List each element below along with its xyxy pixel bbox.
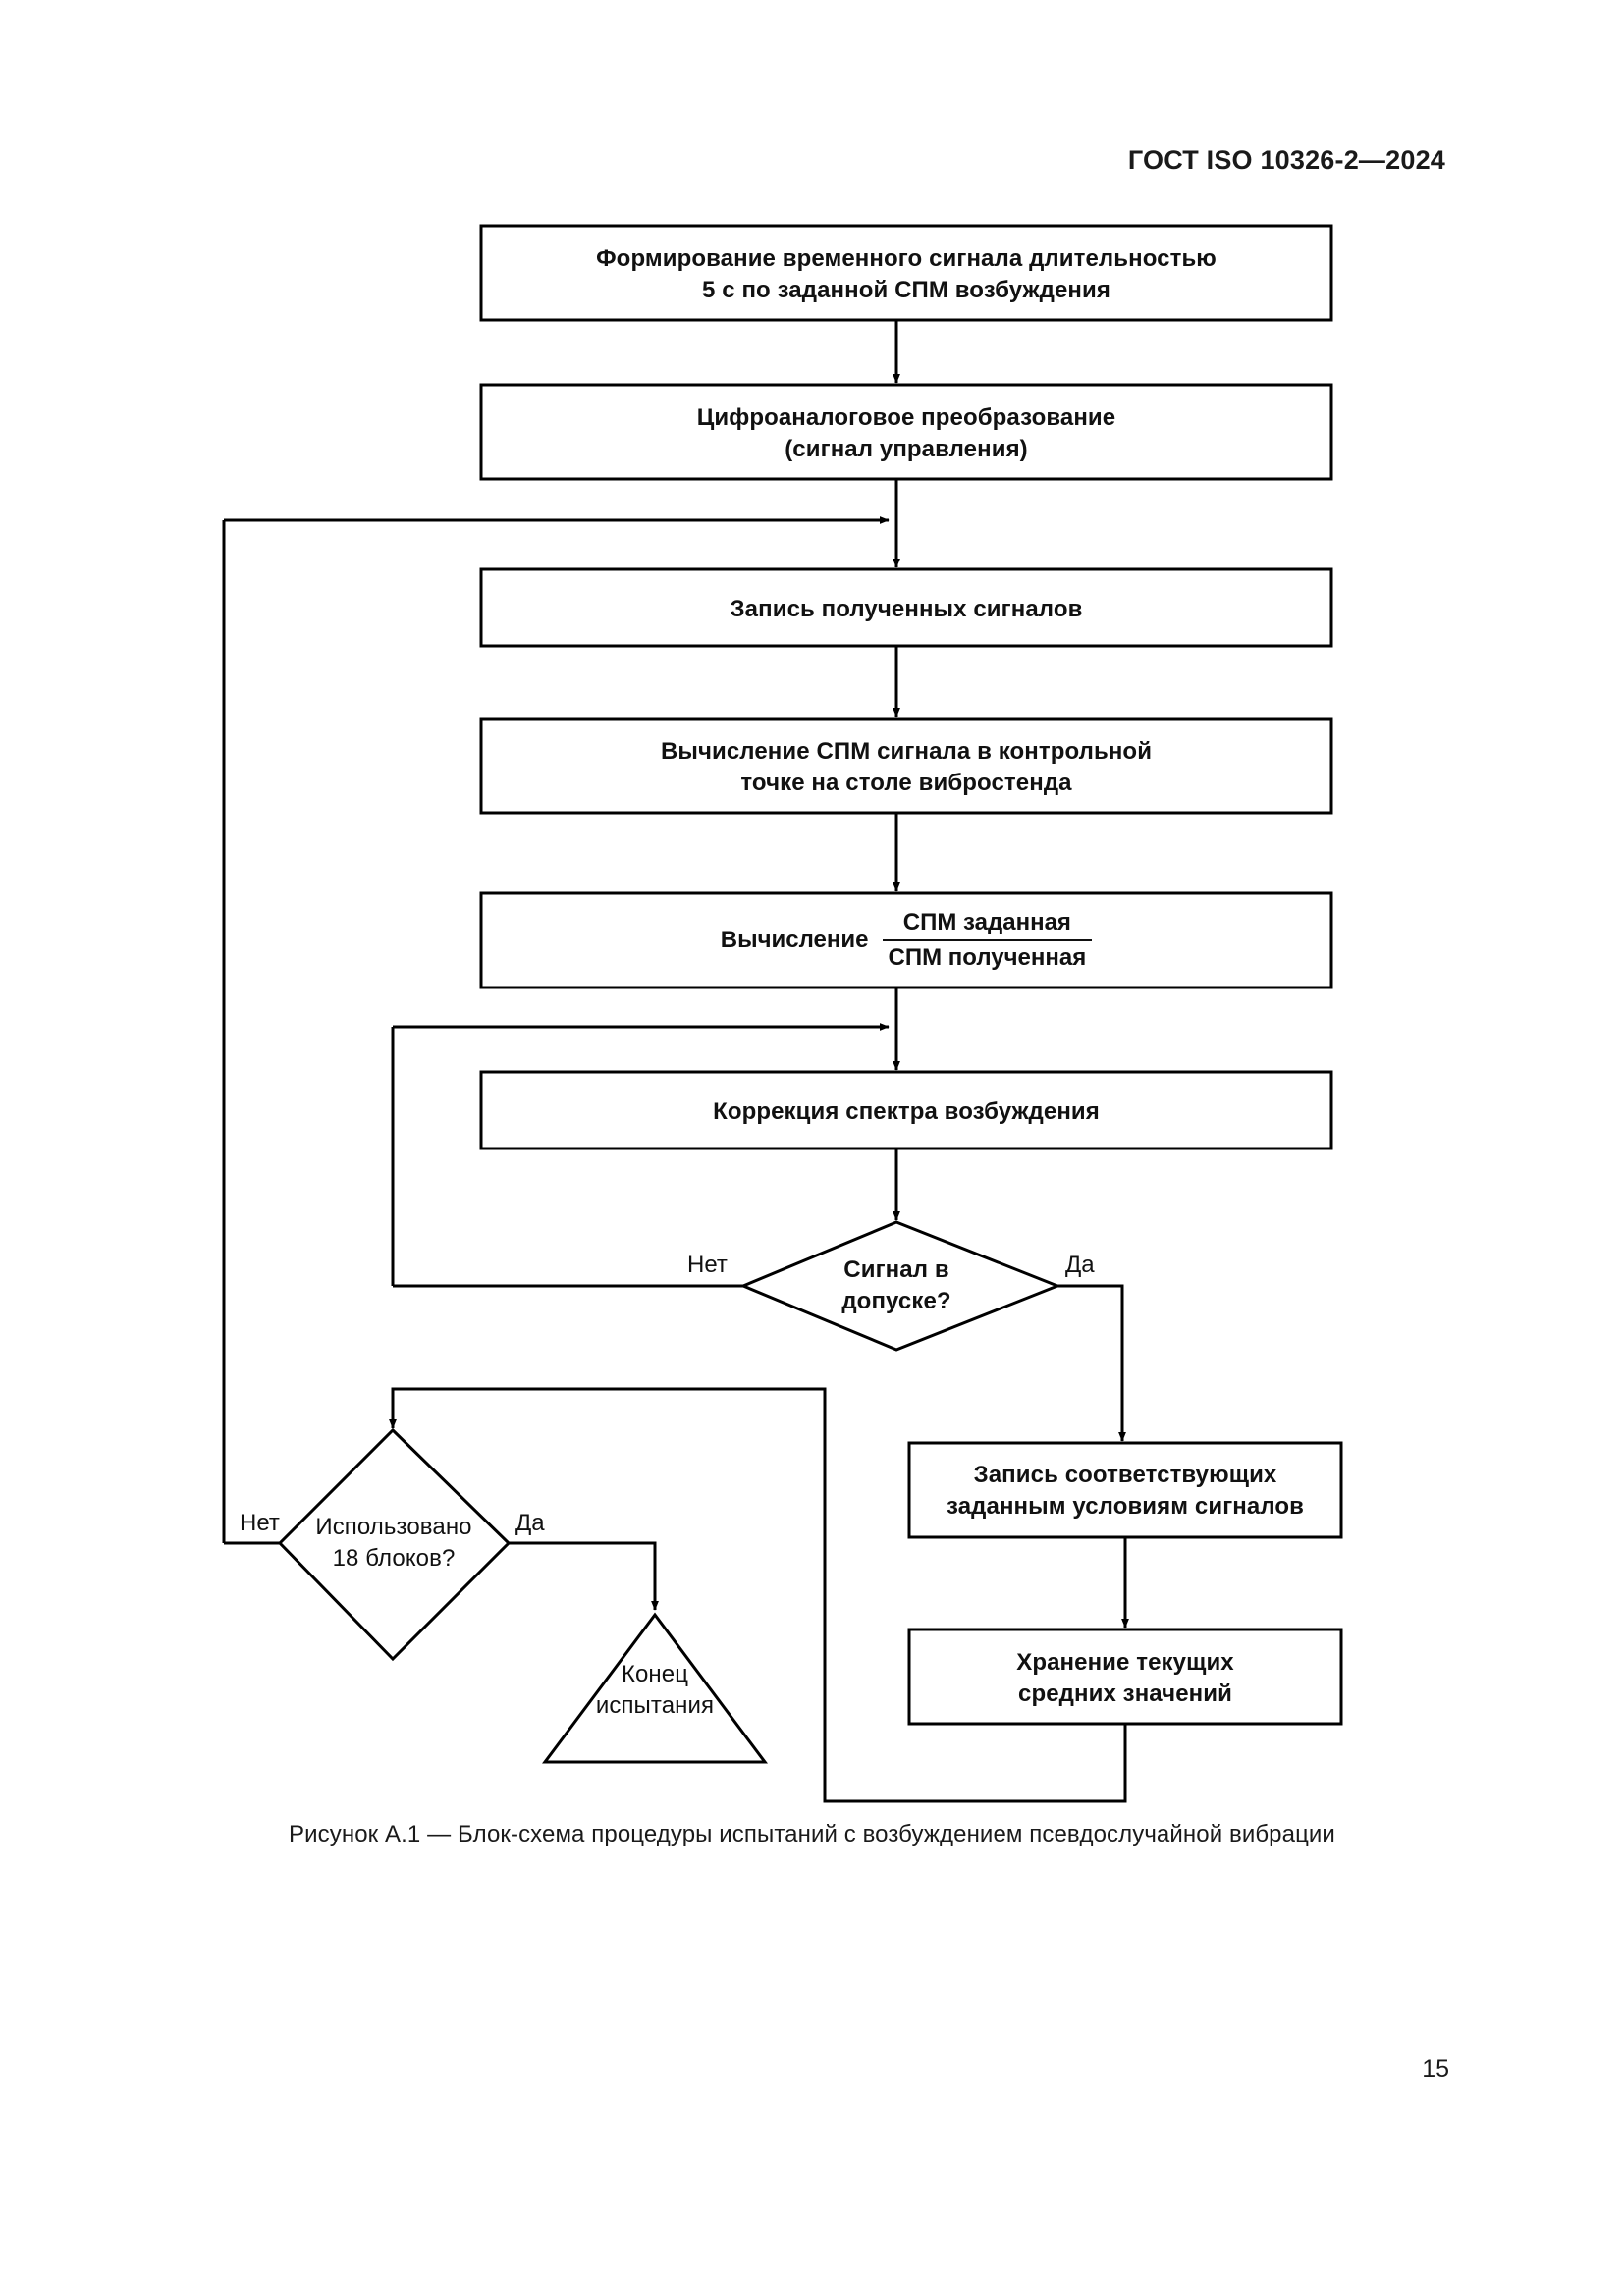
node-box-record-signals	[479, 567, 1333, 648]
page-number: 15	[1422, 2056, 1449, 2083]
node-box-compute-psd	[479, 717, 1333, 815]
connector-storage-to-blocks-decision	[389, 1387, 1127, 1803]
node-diamond-signal-in-tolerance	[739, 1220, 1062, 1352]
flowchart-graphic	[222, 224, 1343, 1803]
ratio-denominator: СПМ полученная	[882, 939, 1093, 973]
node-box-dac-conversion	[479, 383, 1333, 481]
connector-tolerance-yes	[1057, 1284, 1126, 1442]
ratio-fraction: СПМ заданная СПМ полученная	[882, 908, 1093, 973]
node-triangle-end-of-test	[542, 1612, 768, 1764]
node-box-signal-generation	[479, 224, 1333, 322]
node-box-spectrum-correction	[479, 1070, 1333, 1150]
node-box-compute-ratio	[479, 891, 1333, 989]
figure-a1: Формирование временного сигнала длительн…	[222, 224, 1343, 1803]
branch-label-tolerance-no: Нет	[687, 1252, 728, 1278]
branch-label-blocks-yes: Да	[515, 1510, 545, 1536]
ratio-prefix-label: Вычисление	[720, 927, 869, 953]
branch-label-tolerance-yes: Да	[1065, 1252, 1095, 1278]
figure-caption: Рисунок А.1 — Блок-схема процедуры испыт…	[289, 1821, 1335, 1847]
ratio-numerator: СПМ заданная	[902, 909, 1071, 935]
node-box-store-running-averages	[907, 1628, 1343, 1726]
node-label-compute-ratio: Вычисление СПМ заданная СПМ полученная	[481, 908, 1331, 973]
connector-blocks-yes	[509, 1541, 659, 1611]
node-diamond-blocks-used	[277, 1427, 512, 1662]
branch-label-blocks-no: Нет	[240, 1510, 280, 1536]
node-box-record-matching-signals	[907, 1441, 1343, 1539]
document-header-standard-number: ГОСТ ISO 10326-2—2024	[1127, 145, 1445, 175]
